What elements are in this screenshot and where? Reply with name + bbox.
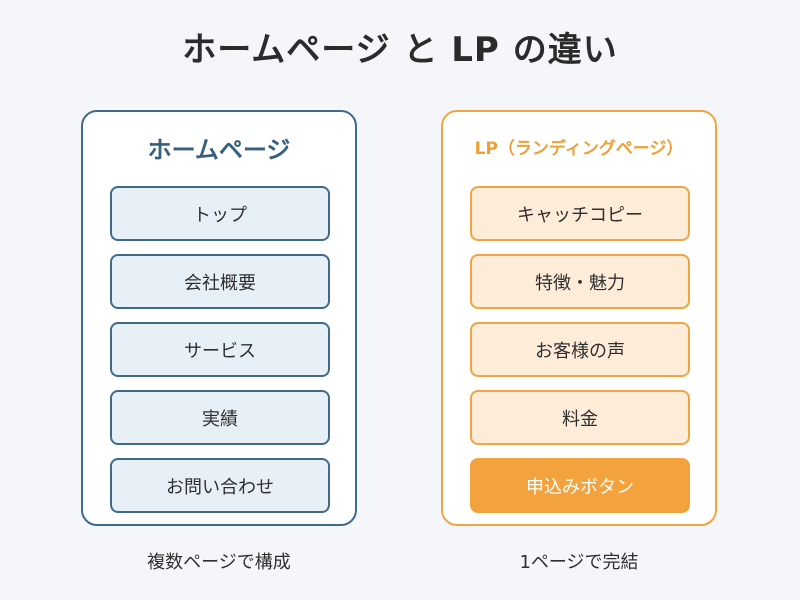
lp-item-pricing: 料金 bbox=[470, 390, 690, 445]
homepage-item-top: トップ bbox=[110, 186, 330, 241]
homepage-item-contact: お問い合わせ bbox=[110, 458, 330, 513]
diagram-title: ホームページ と LP の違い bbox=[182, 30, 618, 70]
lp-item-catchcopy: キャッチコピー bbox=[470, 186, 690, 241]
homepage-item-service: サービス bbox=[110, 322, 330, 377]
lp-heading: LP（ランディングページ） bbox=[474, 139, 684, 159]
lp-item-testimonials: お客様の声 bbox=[470, 322, 690, 377]
homepage-caption: 複数ページで構成 bbox=[147, 552, 291, 573]
homepage-panel: ホームページ トップ 会社概要 サービス 実績 お問い合わせ bbox=[81, 110, 357, 526]
homepage-heading: ホームページ bbox=[147, 136, 291, 164]
homepage-item-results: 実績 bbox=[110, 390, 330, 445]
lp-item-features: 特徴・魅力 bbox=[470, 254, 690, 309]
lp-caption: 1ページで完結 bbox=[519, 552, 639, 573]
homepage-item-company: 会社概要 bbox=[110, 254, 330, 309]
lp-panel: LP（ランディングページ） キャッチコピー 特徴・魅力 お客様の声 料金 申込み… bbox=[441, 110, 717, 526]
lp-item-signup-button: 申込みボタン bbox=[470, 458, 690, 513]
